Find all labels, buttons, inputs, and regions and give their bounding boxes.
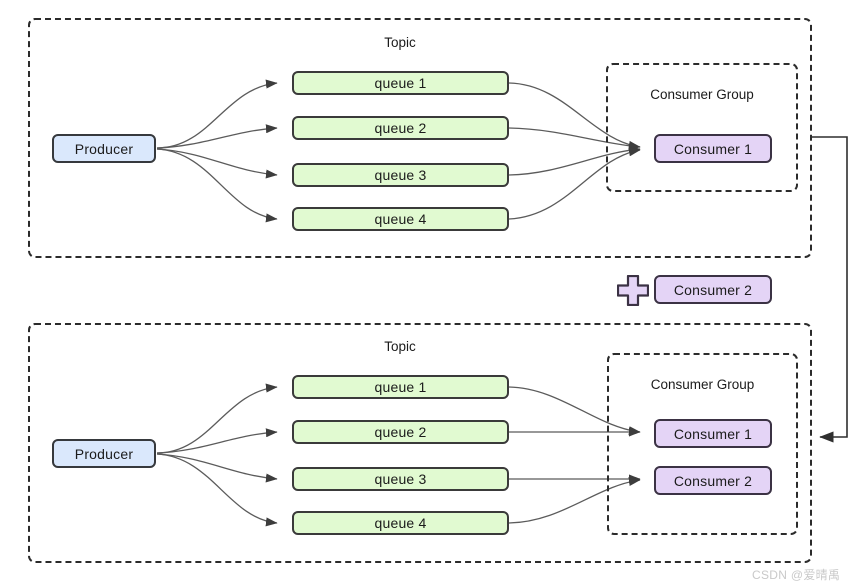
plus-icon — [617, 275, 649, 306]
consumer-node-top-1[interactable]: Consumer 1 — [654, 134, 772, 163]
topic-label-top: Topic — [384, 35, 416, 50]
added-consumer-node[interactable]: Consumer 2 — [654, 275, 772, 304]
queue-node-top-2[interactable]: queue 2 — [292, 116, 509, 140]
topic-box-bottom — [28, 323, 812, 563]
consumer-group-label-top: Consumer Group — [650, 87, 754, 102]
watermark-text: CSDN @爱晴禹 — [752, 568, 841, 582]
queue-node-top-4[interactable]: queue 4 — [292, 207, 509, 231]
producer-node-bottom[interactable]: Producer — [52, 439, 156, 468]
consumer-group-label-bottom: Consumer Group — [650, 377, 755, 392]
consumer-node-bottom-1[interactable]: Consumer 1 — [654, 419, 772, 448]
queue-node-bottom-4[interactable]: queue 4 — [292, 511, 509, 535]
queue-node-top-1[interactable]: queue 1 — [292, 71, 509, 95]
topic-label-bottom: Topic — [384, 339, 416, 354]
producer-node-top[interactable]: Producer — [52, 134, 156, 163]
consumer-group-box-bottom — [607, 353, 798, 535]
queue-node-bottom-3[interactable]: queue 3 — [292, 467, 509, 491]
topic-box-top — [28, 18, 812, 258]
consumer-group-box-top — [606, 63, 798, 192]
consumer-node-bottom-2[interactable]: Consumer 2 — [654, 466, 772, 495]
queue-node-bottom-2[interactable]: queue 2 — [292, 420, 509, 444]
queue-node-bottom-1[interactable]: queue 1 — [292, 375, 509, 399]
queue-node-top-3[interactable]: queue 3 — [292, 163, 509, 187]
